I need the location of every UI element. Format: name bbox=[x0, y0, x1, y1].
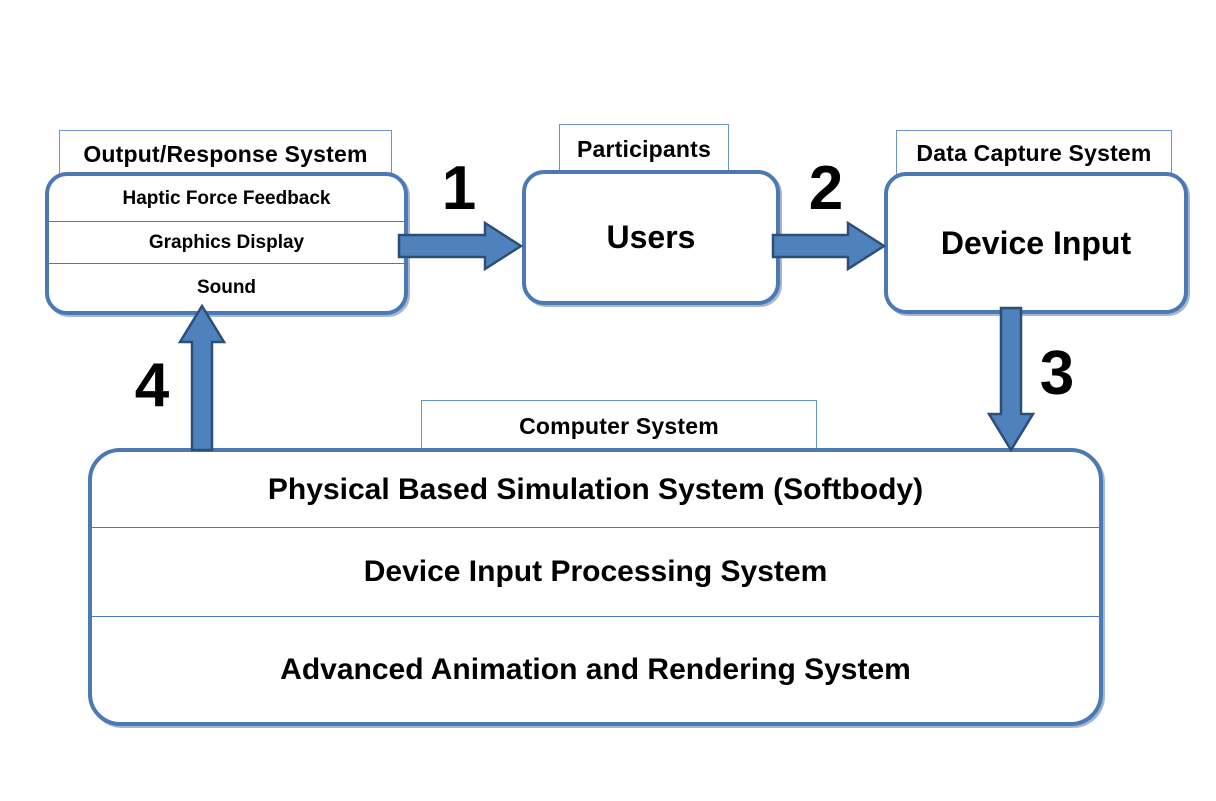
arrow-1-number: 1 bbox=[441, 154, 477, 223]
computer-row-animation-rendering: Advanced Animation and Rendering System bbox=[280, 652, 911, 686]
output-response-system-label: Output/Response System bbox=[59, 130, 392, 178]
computer-system-label-text: Computer System bbox=[519, 412, 719, 439]
output-row-sound: Sound bbox=[196, 276, 257, 298]
arrow-2-users-to-device-input bbox=[771, 220, 887, 272]
arrow-3-device-input-to-computer bbox=[986, 306, 1036, 453]
computer-row-device-input-processing: Device Input Processing System bbox=[92, 528, 1099, 617]
device-input-box-text: Device Input bbox=[940, 224, 1132, 261]
output-row-graphics-display: Graphics Display bbox=[49, 222, 404, 264]
device-input-box: Device Input bbox=[884, 172, 1188, 314]
users-box: Users bbox=[522, 170, 780, 305]
participants-label-text: Participants bbox=[576, 135, 712, 162]
computer-system-label: Computer System bbox=[421, 400, 817, 452]
output-response-system-label-text: Output/Response System bbox=[83, 140, 368, 167]
output-response-system-box: Haptic Force Feedback Graphics Display S… bbox=[45, 172, 408, 315]
output-row-haptic-force-feedback: Haptic Force Feedback bbox=[49, 176, 404, 222]
participants-label: Participants bbox=[559, 124, 729, 174]
computer-row-physical-simulation: Physical Based Simulation System (Softbo… bbox=[92, 452, 1099, 528]
computer-system-box: Physical Based Simulation System (Softbo… bbox=[88, 448, 1103, 726]
arrow-3-number: 3 bbox=[1039, 339, 1075, 408]
arrow-2-number: 2 bbox=[808, 154, 844, 223]
data-capture-system-label: Data Capture System bbox=[896, 130, 1172, 176]
data-capture-system-label-text: Data Capture System bbox=[916, 139, 1152, 166]
arrow-1-output-to-users bbox=[397, 220, 524, 272]
arrow-4-computer-to-output bbox=[177, 303, 227, 452]
arrow-4-number: 4 bbox=[134, 351, 170, 420]
users-box-text: Users bbox=[606, 219, 696, 255]
